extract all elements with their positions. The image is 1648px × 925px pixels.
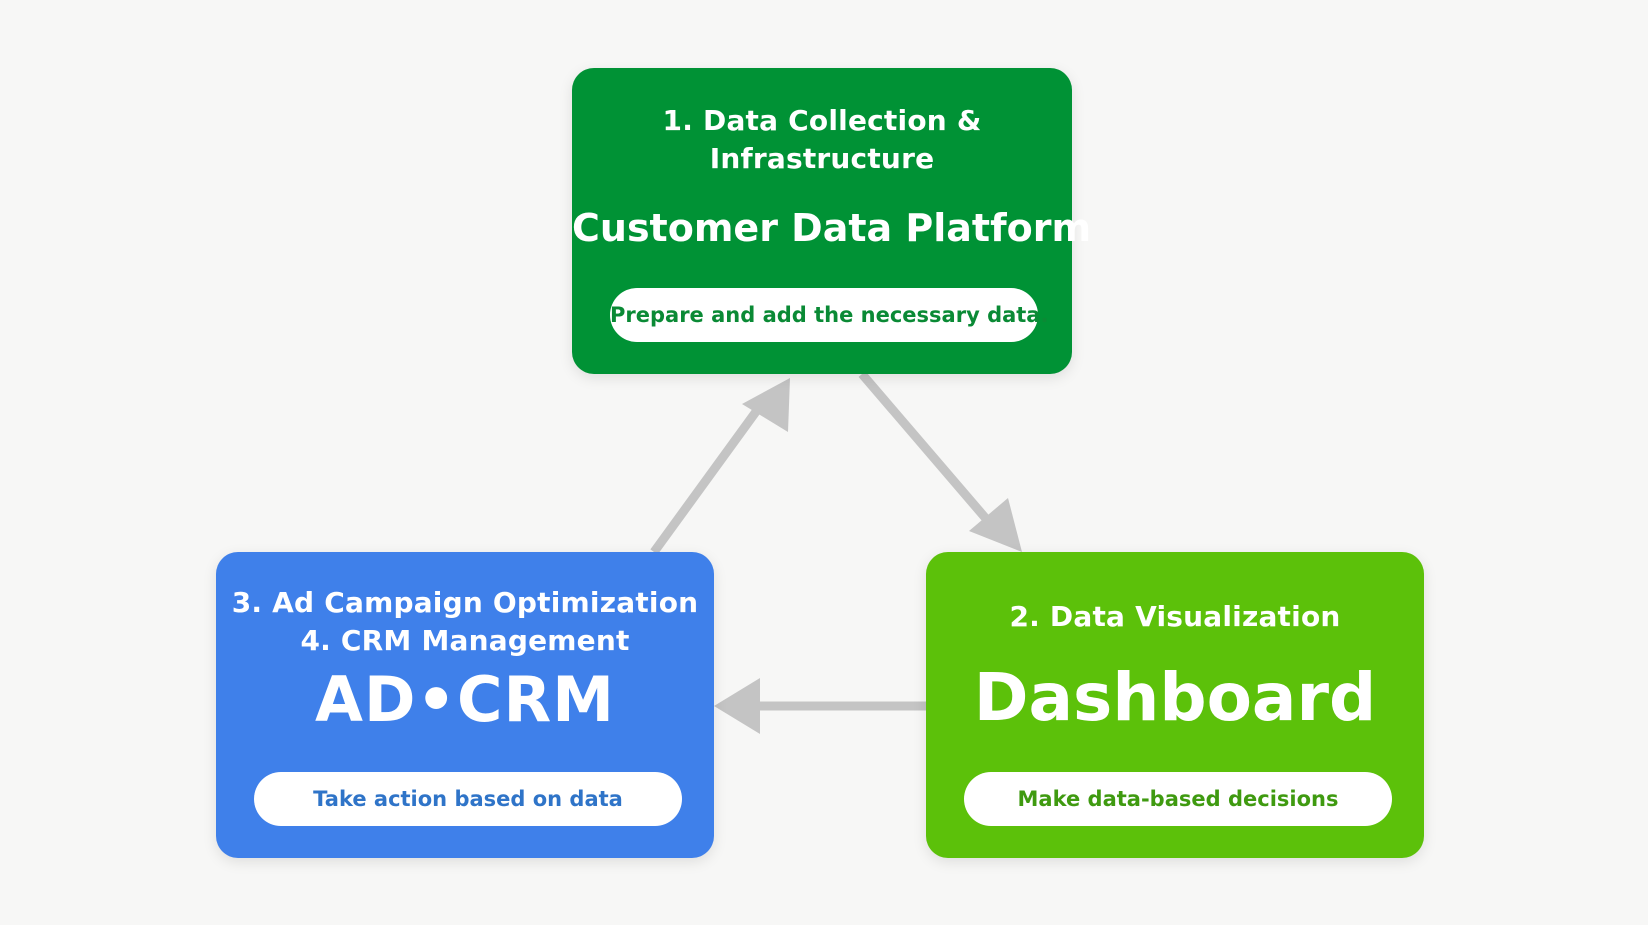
node-description-pill: Take action based on data <box>254 772 682 826</box>
node-title: AD•CRM <box>314 663 615 736</box>
node-step-label: 2. Data Visualization <box>926 598 1424 636</box>
step-label-line-2: Infrastructure <box>709 142 935 175</box>
step-label-line-1: 2. Data Visualization <box>1009 600 1341 633</box>
node-title: Dashboard <box>973 659 1377 736</box>
arrow-dashboard-to-adcrm <box>714 678 926 734</box>
arrow-adcrm-to-cdp <box>650 378 790 555</box>
step-label-line-1: 1. Data Collection & <box>662 104 982 137</box>
node-step-label: 3. Ad Campaign Optimization 4. CRM Manag… <box>216 584 714 660</box>
node-customer-data-platform: 1. Data Collection & Infrastructure Cust… <box>572 68 1092 374</box>
arrow-cdp-to-dashboard <box>858 371 1022 552</box>
node-title: Customer Data Platform <box>572 206 1092 250</box>
node-description-pill: Make data-based decisions <box>964 772 1392 826</box>
node-ad-crm: 3. Ad Campaign Optimization 4. CRM Manag… <box>216 552 714 858</box>
step-label-line-2: 4. CRM Management <box>300 624 630 657</box>
node-step-label: 1. Data Collection & Infrastructure <box>572 102 1072 178</box>
node-description-pill: Prepare and add the necessary data. <box>610 288 1048 342</box>
step-label-line-1: 3. Ad Campaign Optimization <box>231 586 699 619</box>
node-dashboard: 2. Data Visualization Dashboard Make dat… <box>926 552 1424 858</box>
